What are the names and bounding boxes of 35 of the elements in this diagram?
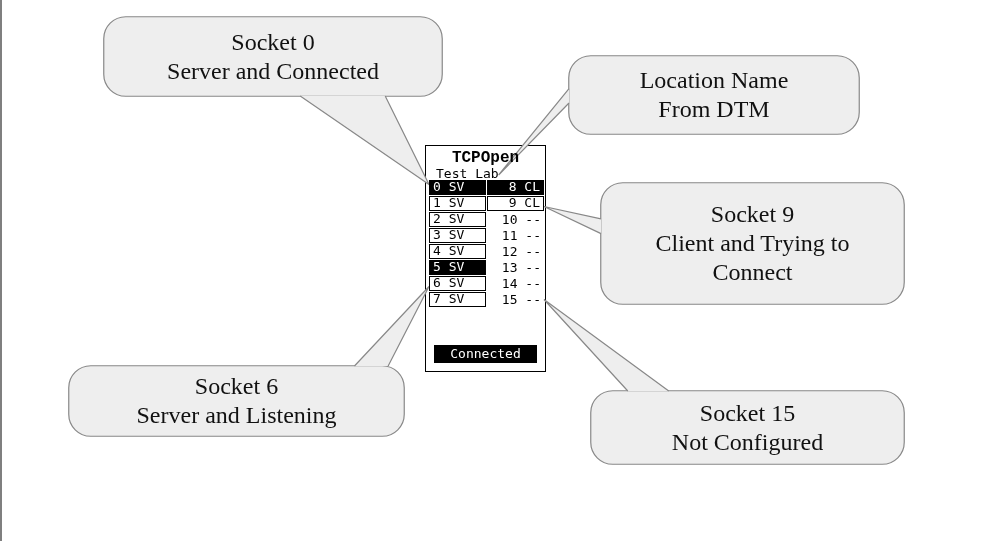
- socket-status-cell: 13 --: [487, 260, 544, 275]
- callout-text: Socket 9: [710, 200, 795, 229]
- socket-status-cell: 1 SV: [429, 196, 486, 211]
- callout-pointer: [543, 205, 602, 235]
- socket-status-cell: 4 SV: [429, 244, 486, 259]
- connection-status: Connected: [434, 345, 537, 363]
- callout-pointer: [498, 88, 570, 176]
- callout-text: Socket 15: [699, 398, 796, 428]
- callout-text: Socket 6: [194, 372, 279, 401]
- callout-text: Server and Listening: [136, 401, 337, 430]
- socket-status-cell: 8 CL: [487, 180, 544, 195]
- callout-text: Location Name From DTM: [638, 66, 790, 124]
- socket-status-cell: 11 --: [487, 228, 544, 243]
- socket-status-cell: 0 SV: [429, 180, 486, 195]
- location-name: Test Lab: [436, 166, 499, 181]
- socket-status-cell: 10 --: [487, 212, 544, 227]
- speech-bubble: [590, 390, 905, 465]
- callout-pointer: [543, 298, 670, 392]
- socket-status-cell: 7 SV: [429, 292, 486, 307]
- screen-title: TCPOpen: [450, 149, 521, 167]
- callout-text: Socket 0: [231, 27, 315, 57]
- socket-status-cell: 5 SV: [429, 260, 486, 275]
- callout-pointer: [299, 95, 431, 187]
- socket-status-cell: 3 SV: [429, 228, 486, 243]
- callout-text: Server and Connected: [167, 56, 379, 86]
- socket-status-cell: 9 CL: [487, 196, 544, 211]
- socket-status-cell: 15 --: [487, 292, 544, 307]
- socket-status-cell: 2 SV: [429, 212, 486, 227]
- callout-pointer: [353, 285, 430, 367]
- lcd-screen: [425, 145, 546, 372]
- callout-text: Client and Trying to Connect: [654, 229, 851, 287]
- socket-status-cell: 12 --: [487, 244, 544, 259]
- callout-text: Not Configured: [671, 427, 824, 457]
- socket-status-cell: 14 --: [487, 276, 544, 291]
- socket-status-cell: 6 SV: [429, 276, 486, 291]
